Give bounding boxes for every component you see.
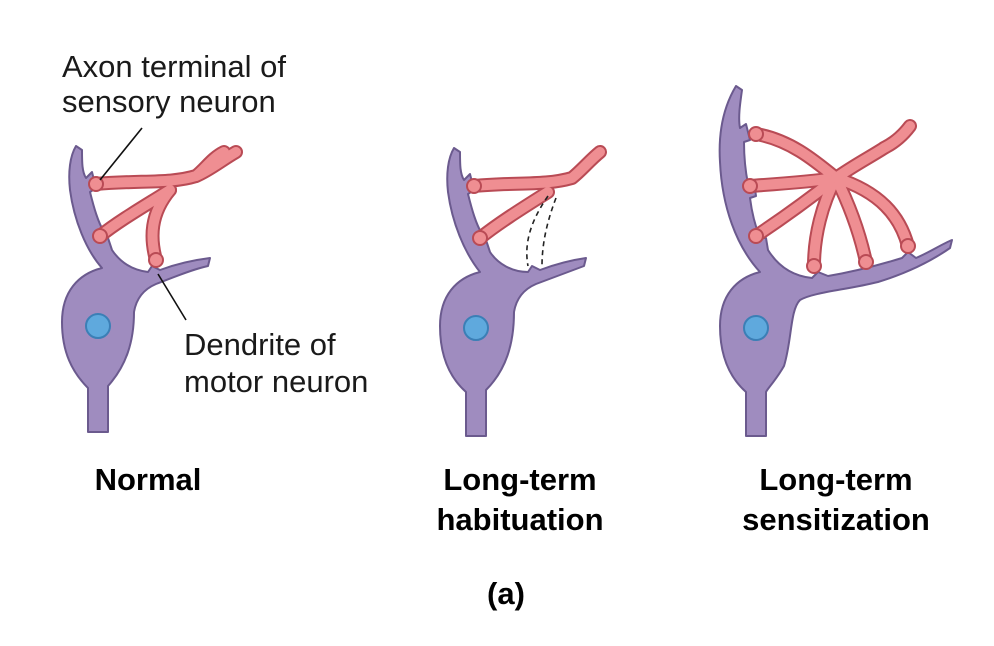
nucleus-habituation — [463, 315, 489, 341]
caption-habituation-line1: Long-term — [443, 462, 596, 497]
nucleus-sensitization — [743, 315, 769, 341]
caption-normal: Normal — [95, 462, 202, 497]
motor-neuron-normal — [61, 145, 211, 433]
panel-sensitization — [718, 85, 953, 437]
caption-habituation-line2: habituation — [436, 502, 603, 537]
axon-leader-line — [99, 127, 143, 181]
axon-terminal-label-line2: sensory neuron — [62, 84, 276, 119]
caption-sensitization-line1: Long-term — [759, 462, 912, 497]
sensory-axons-normal — [88, 145, 243, 268]
caption-sensitization-line2: sensitization — [742, 502, 930, 537]
sensory-axons-sensitization — [742, 119, 917, 274]
sensory-axons-habituation — [466, 145, 607, 267]
nucleus-normal — [85, 313, 111, 339]
retracted-terminal-outline — [526, 195, 557, 267]
panel-habituation — [439, 145, 607, 437]
motor-neuron-habituation — [439, 147, 587, 437]
axon-terminal-label-line1: Axon terminal of — [62, 49, 286, 84]
dendrite-label-line2: motor neuron — [184, 364, 368, 399]
dendrite-label-line1: Dendrite of — [184, 327, 336, 362]
dendrite-leader-line — [157, 273, 187, 321]
panel-normal — [61, 127, 243, 433]
figure-label: (a) — [487, 576, 525, 611]
